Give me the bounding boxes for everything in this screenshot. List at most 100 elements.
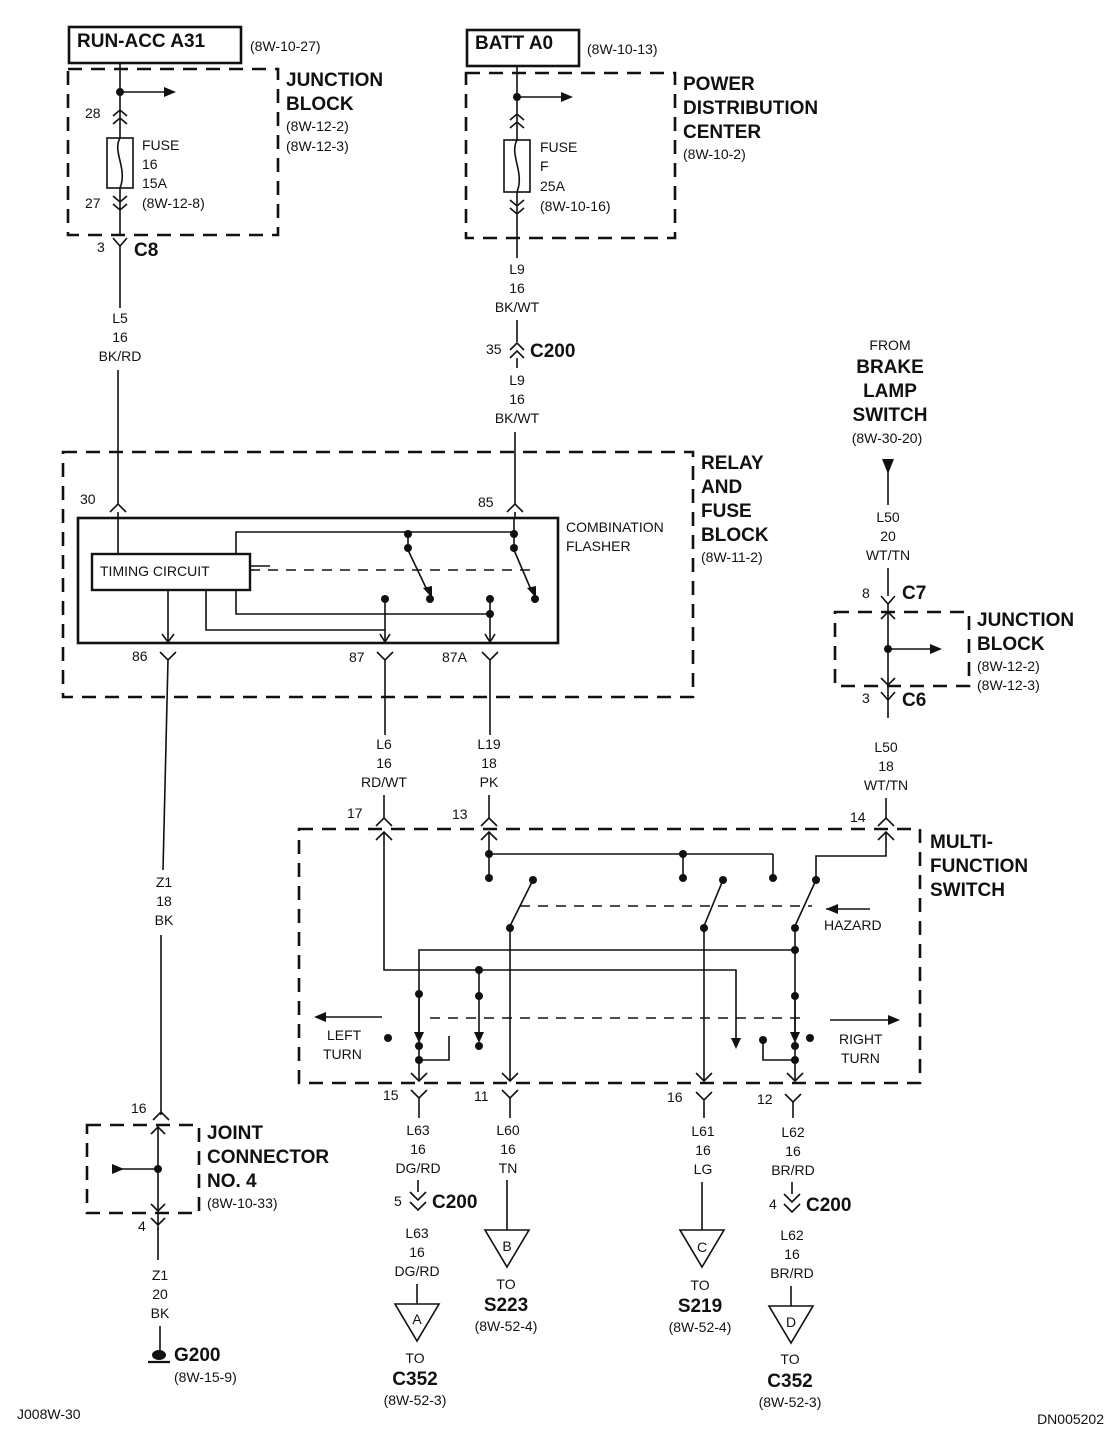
wire-l61-circuit: L61 xyxy=(691,1123,715,1139)
junction-block-top-ref-2: (8W-12-3) xyxy=(286,138,349,154)
c8-pin: 3 xyxy=(97,239,105,255)
wire-l5-gauge: 16 xyxy=(112,329,128,345)
wire-z1a-circuit: Z1 xyxy=(156,874,173,890)
wire-l19-color: PK xyxy=(480,774,499,790)
wire-z1b-color: BK xyxy=(151,1305,170,1321)
footer-right: DN005202 xyxy=(1037,1411,1104,1427)
relay-title-2: AND xyxy=(701,477,742,498)
flasher-label-2: FLASHER xyxy=(566,538,631,554)
mfs-pin-13: 13 xyxy=(452,806,468,822)
batt-source-box xyxy=(465,28,581,68)
relay-pin-87a: 87A xyxy=(442,649,468,665)
dest-b-to: TO xyxy=(496,1276,515,1292)
mfs-title-3: SWITCH xyxy=(930,880,1005,901)
dest-b-letter: B xyxy=(502,1238,511,1254)
mfs-pin-11: 11 xyxy=(474,1088,489,1104)
fuse-16-label: FUSE xyxy=(142,137,179,153)
mfs-right-1: RIGHT xyxy=(839,1031,883,1047)
dest-c-name: S219 xyxy=(678,1296,722,1317)
mfs-title-2: FUNCTION xyxy=(930,856,1028,877)
mfs-pin-17: 17 xyxy=(347,805,363,821)
wire-l63b-circuit: L63 xyxy=(405,1225,429,1241)
junction-block-right-title-1: JUNCTION xyxy=(977,610,1074,631)
dest-b-name: S223 xyxy=(484,1295,528,1316)
brake-arrow-icon xyxy=(882,459,894,474)
mfs-pin-12: 12 xyxy=(757,1091,773,1107)
wire-l63a-circuit: L63 xyxy=(406,1122,430,1138)
wire-l19-circuit: L19 xyxy=(477,736,501,752)
batt-ref: (8W-10-13) xyxy=(587,41,658,57)
pdc-ref: (8W-10-2) xyxy=(683,146,746,162)
mfs-internals xyxy=(314,830,900,1083)
dest-a-ref: (8W-52-3) xyxy=(384,1392,447,1408)
dest-a-name: C352 xyxy=(392,1369,437,1390)
ground-icon xyxy=(148,1350,170,1364)
wire-l19-gauge: 18 xyxy=(481,755,497,771)
joint-ref: (8W-10-33) xyxy=(207,1195,278,1211)
c200-5-pin: 5 xyxy=(394,1193,402,1209)
junction-block-right-ref-2: (8W-12-3) xyxy=(977,677,1040,693)
wire-l62b-circuit: L62 xyxy=(780,1227,804,1243)
ground-ref: (8W-15-9) xyxy=(174,1369,237,1385)
pdc-title-3: CENTER xyxy=(683,122,761,143)
junction-pin-28: 28 xyxy=(85,105,101,121)
wire-l50a-color: WT/TN xyxy=(866,547,910,563)
dest-c-ref: (8W-52-4) xyxy=(669,1319,732,1335)
wire-l9b-circuit: L9 xyxy=(509,372,525,388)
brake-title-1: BRAKE xyxy=(856,357,924,378)
combination-flasher-box xyxy=(76,516,560,645)
c8-connector: C8 xyxy=(134,240,158,261)
mfs-pin-14: 14 xyxy=(850,809,866,825)
brake-from: FROM xyxy=(869,337,910,353)
relay-title-1: RELAY xyxy=(701,453,764,474)
dest-a-letter: A xyxy=(412,1311,422,1327)
relay-title-4: BLOCK xyxy=(701,525,769,546)
junction-block-top-outline xyxy=(66,67,280,237)
wire-z1b-gauge: 20 xyxy=(152,1286,168,1302)
wire-z1a-gauge: 18 xyxy=(156,893,172,909)
joint-pin-16: 16 xyxy=(131,1100,147,1116)
flasher-internals xyxy=(117,518,539,644)
fuse-16-num: 16 xyxy=(142,156,158,172)
wire-l62a-circuit: L62 xyxy=(781,1124,805,1140)
wire-l9a-color: BK/WT xyxy=(495,299,540,315)
c7-pin: 8 xyxy=(862,585,870,601)
brake-title-2: LAMP xyxy=(863,381,917,402)
wire-l5-color: BK/RD xyxy=(99,348,142,364)
wire-l61-color: LG xyxy=(694,1161,713,1177)
relay-pin-87: 87 xyxy=(349,649,365,665)
wire-l50a-gauge: 20 xyxy=(880,528,896,544)
relay-title-3: FUSE xyxy=(701,501,752,522)
dest-b-triangle xyxy=(483,1229,531,1269)
pdc-title-2: DISTRIBUTION xyxy=(683,98,818,119)
fuse-16-ref: (8W-12-8) xyxy=(142,195,205,211)
junction-block-right-title-2: BLOCK xyxy=(977,634,1045,655)
mfs-pin-16: 16 xyxy=(667,1089,683,1105)
junction-pin-27: 27 xyxy=(85,195,101,211)
junction-block-top-title-1: JUNCTION xyxy=(286,70,383,91)
footer-left: J008W-30 xyxy=(17,1406,81,1422)
dest-d-to: TO xyxy=(780,1351,799,1367)
junction-right-bus xyxy=(880,604,942,718)
wire-l50b-gauge: 18 xyxy=(878,758,894,774)
joint-title-3: NO. 4 xyxy=(207,1171,257,1192)
wire-l63a-color: DG/RD xyxy=(395,1160,440,1176)
mfs-hazard-label: HAZARD xyxy=(824,917,882,933)
joint-title-1: JOINT xyxy=(207,1123,263,1144)
wire-l63b-color: DG/RD xyxy=(394,1263,439,1279)
mfs-title-1: MULTI- xyxy=(930,832,993,853)
flasher-label-1: COMBINATION xyxy=(566,519,664,535)
wire-l60-circuit: L60 xyxy=(496,1122,520,1138)
mfs-left-1: LEFT xyxy=(327,1027,362,1043)
wire-l62b-gauge: 16 xyxy=(784,1246,800,1262)
dest-d-letter: D xyxy=(786,1314,796,1330)
run-acc-source-box xyxy=(67,25,243,65)
junction-block-right-outline xyxy=(833,610,971,688)
mfs-right-2: TURN xyxy=(841,1050,880,1066)
wire-l6-circuit: L6 xyxy=(376,736,392,752)
relay-ref: (8W-11-2) xyxy=(701,549,763,565)
wire-l9b-gauge: 16 xyxy=(509,391,525,407)
wire-l62a-gauge: 16 xyxy=(785,1143,801,1159)
fuse-f-label: FUSE xyxy=(540,139,577,155)
